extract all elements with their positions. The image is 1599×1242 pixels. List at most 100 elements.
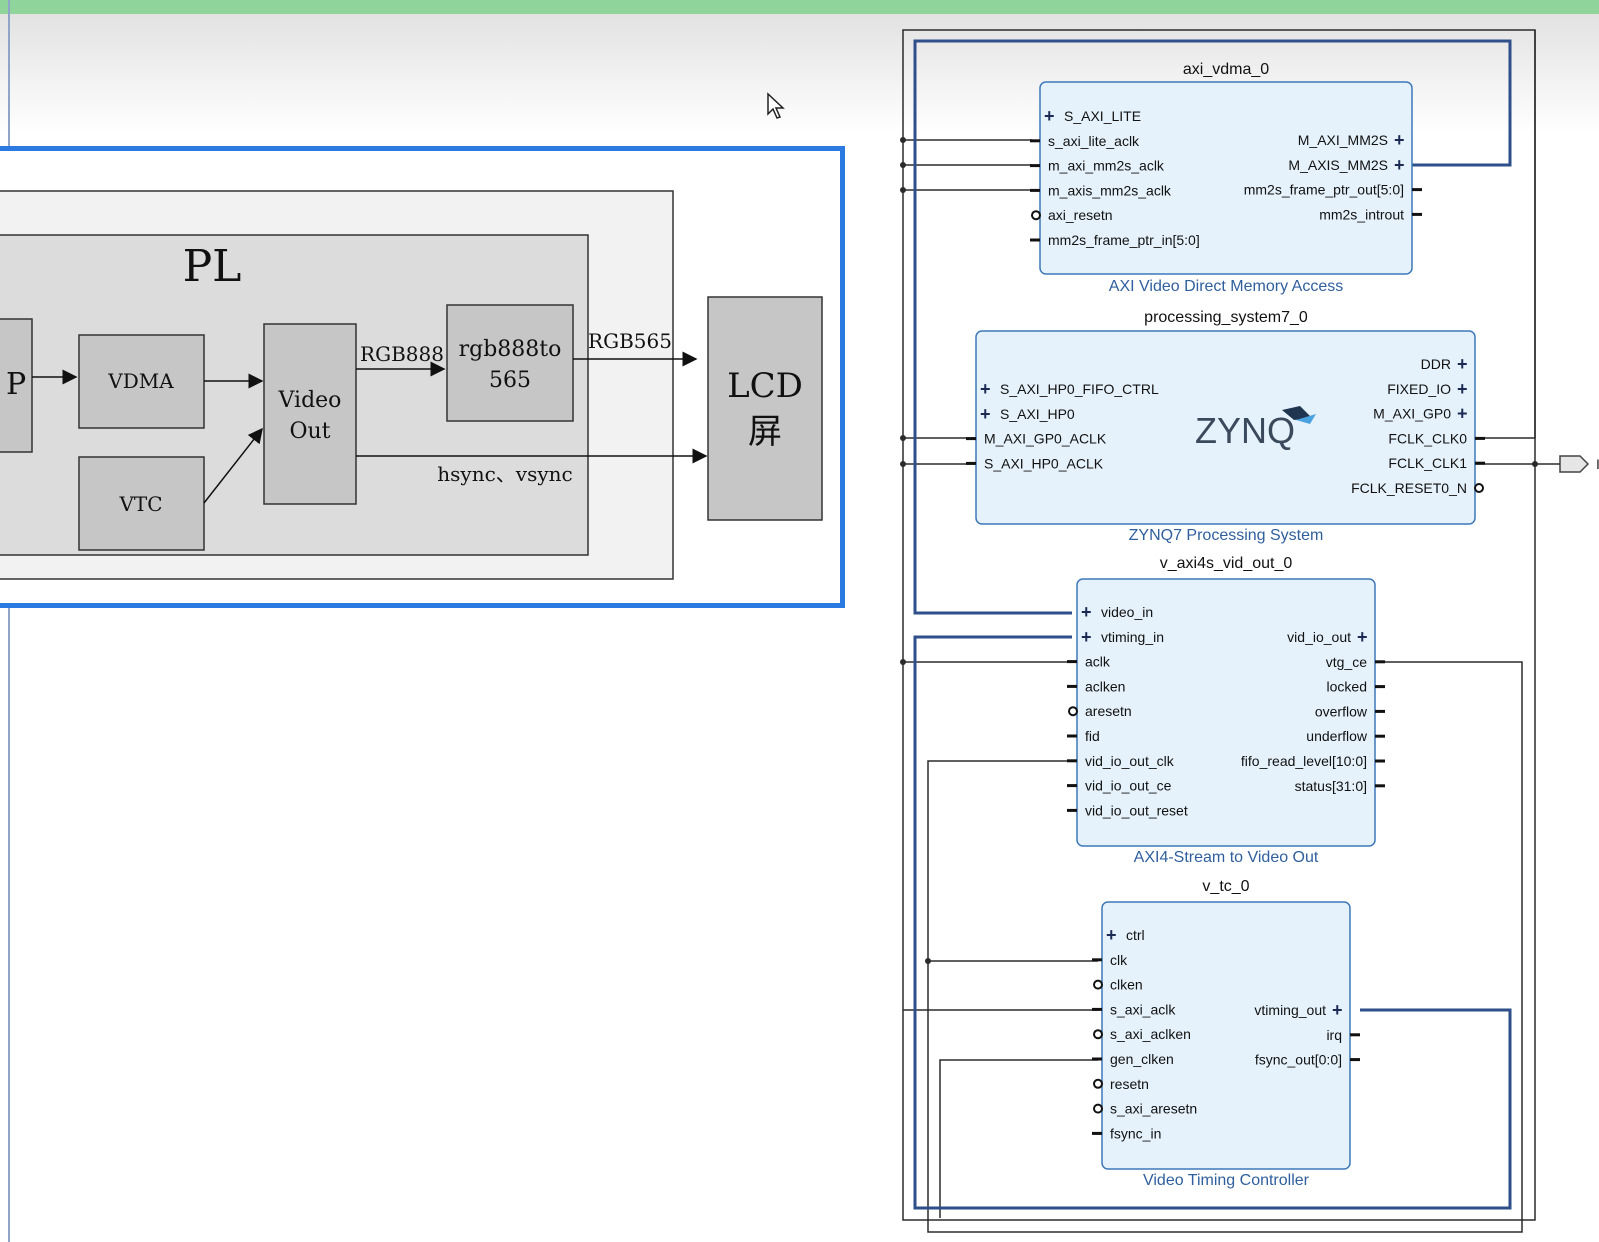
video-out-line2: Out bbox=[289, 419, 330, 444]
port-plus-icon[interactable]: + bbox=[1457, 354, 1468, 374]
port-mm2s-frame-ptr-in-5-0-[interactable]: mm2s_frame_ptr_in[5:0] bbox=[1048, 232, 1200, 248]
lcd-box bbox=[707, 296, 823, 521]
port-fid[interactable]: fid bbox=[1085, 728, 1100, 744]
port-vtg-ce[interactable]: vtg_ce bbox=[1326, 654, 1367, 670]
cursor-arrow-icon bbox=[767, 92, 785, 119]
port-plus-icon[interactable]: + bbox=[1394, 155, 1405, 175]
port-aclken[interactable]: aclken bbox=[1085, 678, 1125, 694]
zynq-logo-icon: ZYNQ bbox=[1195, 406, 1316, 451]
port-plus-icon[interactable]: + bbox=[1081, 602, 1092, 622]
sync-label: hsync、vsync bbox=[437, 462, 572, 486]
vdma-title: AXI Video Direct Memory Access bbox=[1109, 278, 1343, 295]
port-video-in[interactable]: video_in bbox=[1101, 604, 1153, 620]
port-plus-icon[interactable]: + bbox=[1081, 627, 1092, 647]
port-status-31-0-[interactable]: status[31:0] bbox=[1295, 778, 1367, 794]
vtc-box bbox=[78, 456, 205, 551]
port-s-axi-hp0-aclk[interactable]: S_AXI_HP0_ACLK bbox=[984, 455, 1104, 471]
port-m-axi-gp0-aclk[interactable]: M_AXI_GP0_ACLK bbox=[984, 431, 1107, 447]
port-locked[interactable]: locked bbox=[1327, 679, 1367, 695]
rgb565-label: RGB565 bbox=[588, 329, 672, 353]
converter-box bbox=[446, 304, 574, 422]
port-aclk[interactable]: aclk bbox=[1085, 654, 1111, 670]
port-fsync-in[interactable]: fsync_in bbox=[1110, 1125, 1161, 1141]
port-s-axi-hp0-fifo-ctrl[interactable]: S_AXI_HP0_FIFO_CTRL bbox=[1000, 381, 1159, 397]
port-vid-io-out[interactable]: vid_io_out bbox=[1287, 629, 1351, 645]
port-vtiming-in[interactable]: vtiming_in bbox=[1101, 629, 1164, 645]
converter-line1: rgb888to bbox=[459, 337, 562, 362]
port-fclk-clk1[interactable]: FCLK_CLK1 bbox=[1388, 455, 1467, 471]
vout-block[interactable]: v_axi4s_vid_out_0 AXI4-Stream to Video O… bbox=[1067, 555, 1385, 866]
port-s-axi-hp0[interactable]: S_AXI_HP0 bbox=[1000, 406, 1075, 422]
output-port-icon[interactable] bbox=[1559, 455, 1590, 473]
port-s-axi-aclken[interactable]: s_axi_aclken bbox=[1110, 1026, 1191, 1042]
port-plus-icon[interactable]: + bbox=[980, 404, 991, 424]
port-ddr[interactable]: DDR bbox=[1421, 356, 1451, 372]
port-s-axi-aresetn[interactable]: s_axi_aresetn bbox=[1110, 1101, 1197, 1117]
port-plus-icon[interactable]: + bbox=[1457, 379, 1468, 399]
vtc-title: Video Timing Controller bbox=[1143, 1172, 1310, 1189]
port-vid-io-out-clk[interactable]: vid_io_out_clk bbox=[1085, 753, 1175, 769]
port-irq[interactable]: irq bbox=[1326, 1027, 1342, 1043]
port-fclk-reset0-n[interactable]: FCLK_RESET0_N bbox=[1351, 480, 1467, 496]
port-m-axis-mm2s-aclk[interactable]: m_axis_mm2s_aclk bbox=[1048, 182, 1172, 198]
port-plus-icon[interactable]: + bbox=[980, 379, 991, 399]
pl-label: PL bbox=[183, 241, 242, 292]
port-s-axi-aclk[interactable]: s_axi_aclk bbox=[1110, 1001, 1176, 1017]
port-plus-icon[interactable]: + bbox=[1106, 925, 1117, 945]
port-overflow[interactable]: overflow bbox=[1315, 703, 1368, 719]
port-vtiming-out[interactable]: vtiming_out bbox=[1254, 1002, 1326, 1018]
vdma-block[interactable]: axi_vdma_0 AXI Video Direct Memory Acces… bbox=[1030, 61, 1422, 295]
vout-title: AXI4-Stream to Video Out bbox=[1134, 849, 1319, 866]
port-clken[interactable]: clken bbox=[1110, 977, 1143, 993]
vdma-box-label: VDMA bbox=[107, 369, 174, 393]
port-plus-icon[interactable]: + bbox=[1044, 106, 1055, 126]
port-resetn[interactable]: resetn bbox=[1110, 1076, 1149, 1092]
port-ctrl[interactable]: ctrl bbox=[1126, 927, 1145, 943]
vdma-box bbox=[78, 334, 205, 429]
ps-box bbox=[0, 318, 33, 453]
ps-box-label: P bbox=[6, 367, 26, 402]
lcd-line2: 屏 bbox=[748, 412, 782, 452]
ps-title: ZYNQ7 Processing System bbox=[1129, 527, 1324, 544]
port-s-axi-lite[interactable]: S_AXI_LITE bbox=[1064, 108, 1141, 124]
port-mm2s-introut[interactable]: mm2s_introut bbox=[1319, 206, 1404, 222]
block-diagram-popup[interactable]: PL P VDMA VTC Video Out RGB888 rgb888to … bbox=[0, 146, 845, 608]
port-clk[interactable]: clk bbox=[1110, 952, 1128, 968]
port-aresetn[interactable]: aresetn bbox=[1085, 703, 1132, 719]
port-vid-io-out-ce[interactable]: vid_io_out_ce bbox=[1085, 778, 1172, 794]
svg-text:ZYNQ: ZYNQ bbox=[1195, 410, 1295, 451]
vtc-instance-name: v_tc_0 bbox=[1202, 878, 1249, 895]
svg-text:I: I bbox=[1596, 456, 1599, 472]
port-m-axi-mm2s[interactable]: M_AXI_MM2S bbox=[1298, 132, 1388, 148]
ps-instance-name: processing_system7_0 bbox=[1144, 309, 1308, 326]
ps-block[interactable]: processing_system7_0 ZYNQ7 Processing Sy… bbox=[966, 309, 1485, 544]
port-plus-icon[interactable]: + bbox=[1357, 627, 1368, 647]
port-fclk-clk0[interactable]: FCLK_CLK0 bbox=[1388, 430, 1467, 446]
port-m-axi-gp0[interactable]: M_AXI_GP0 bbox=[1373, 406, 1451, 422]
port-s-axi-lite-aclk[interactable]: s_axi_lite_aclk bbox=[1048, 133, 1140, 149]
vdma-instance-name: axi_vdma_0 bbox=[1183, 61, 1269, 78]
video-out-line1: Video bbox=[278, 388, 342, 413]
port-m-axi-mm2s-aclk[interactable]: m_axi_mm2s_aclk bbox=[1048, 158, 1165, 174]
left-panel-border bbox=[8, 0, 10, 1242]
port-plus-icon[interactable]: + bbox=[1394, 130, 1405, 150]
port-fifo-read-level-10-0-[interactable]: fifo_read_level[10:0] bbox=[1241, 753, 1367, 769]
assistance-bar bbox=[0, 0, 1599, 14]
rgb888-label: RGB888 bbox=[360, 342, 444, 366]
port-mm2s-frame-ptr-out-5-0-[interactable]: mm2s_frame_ptr_out[5:0] bbox=[1244, 182, 1404, 198]
port-m-axis-mm2s[interactable]: M_AXIS_MM2S bbox=[1288, 157, 1388, 173]
net-outer bbox=[902, 29, 1536, 1221]
port-vid-io-out-reset[interactable]: vid_io_out_reset bbox=[1085, 802, 1188, 818]
vtc-box-label: VTC bbox=[118, 492, 162, 516]
port-fsync-out-0-0-[interactable]: fsync_out[0:0] bbox=[1255, 1052, 1342, 1068]
vout-instance-name: v_axi4s_vid_out_0 bbox=[1160, 555, 1293, 572]
port-plus-icon[interactable]: + bbox=[1332, 1000, 1343, 1020]
port-axi-resetn[interactable]: axi_resetn bbox=[1048, 207, 1113, 223]
port-gen-clken[interactable]: gen_clken bbox=[1110, 1051, 1174, 1067]
port-underflow[interactable]: underflow bbox=[1306, 728, 1368, 744]
lcd-line1: LCD bbox=[727, 366, 803, 406]
port-plus-icon[interactable]: + bbox=[1457, 404, 1468, 424]
port-fixed-io[interactable]: FIXED_IO bbox=[1387, 381, 1451, 397]
vtc-block[interactable]: v_tc_0 Video Timing Controller + ctrl clk c… bbox=[1092, 878, 1360, 1189]
